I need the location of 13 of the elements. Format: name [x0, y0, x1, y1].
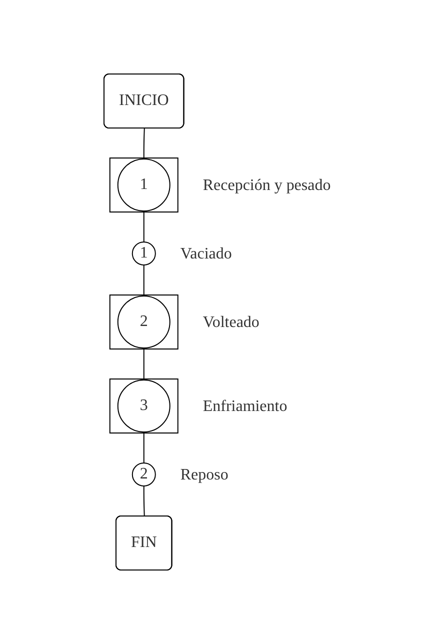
connector: [142, 212, 144, 242]
step-caption: Volteado: [202, 314, 259, 331]
step-caption: Reposo: [180, 466, 228, 484]
node-circle: 2: [131, 462, 156, 486]
connector: [142, 486, 144, 517]
connector: [142, 128, 144, 158]
step-caption: Recepción y pesado: [202, 177, 330, 194]
connector: [142, 264, 144, 296]
step-caption: Enfriamiento: [202, 398, 287, 415]
connector: [142, 432, 144, 464]
node-circle: 1: [131, 242, 156, 266]
step-caption: Vaciado: [180, 246, 232, 262]
connector: [142, 348, 144, 380]
